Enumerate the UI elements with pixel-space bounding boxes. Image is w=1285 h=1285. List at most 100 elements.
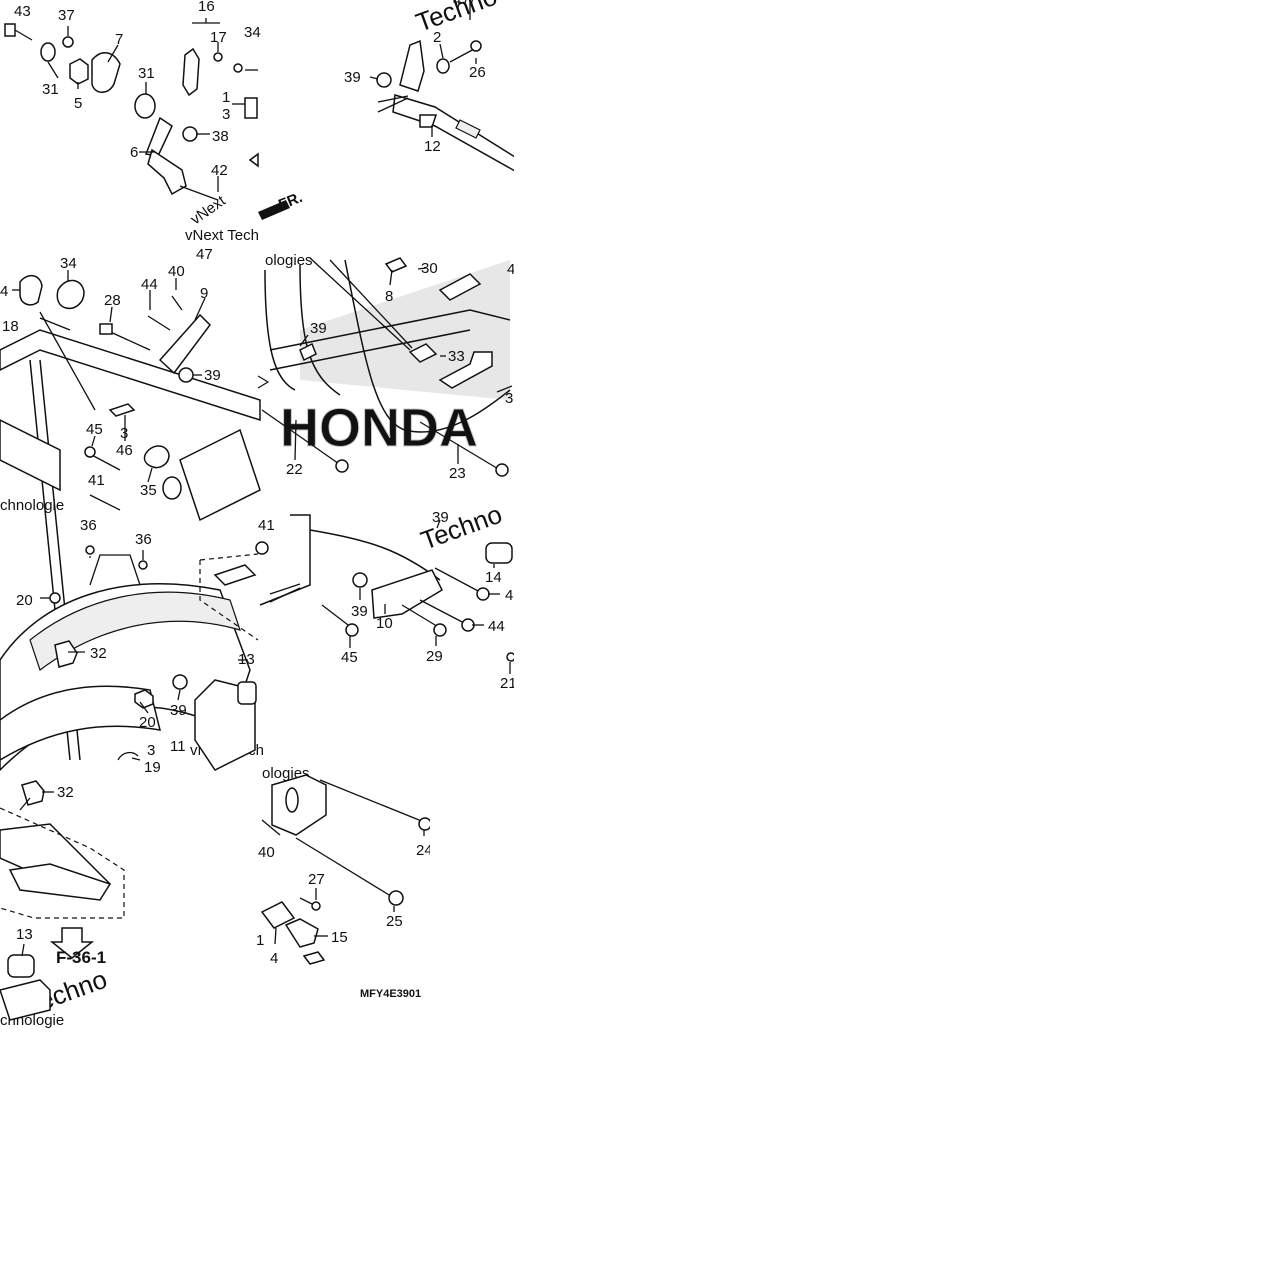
callout: 10: [376, 615, 393, 632]
watermark-vnext-1: vNext Tech: [185, 227, 259, 244]
bolt-40: [171, 295, 183, 311]
bolt-44-b: [419, 599, 467, 625]
callout: 39: [432, 509, 449, 526]
callout: 31: [42, 81, 59, 98]
callout: 47: [196, 246, 213, 263]
callout: 3: [222, 106, 230, 123]
watermark-vnext-2: vNext: [188, 192, 230, 228]
panel-top-right: FR.: [258, 0, 516, 220]
callout: 12: [424, 138, 441, 155]
callout: 39: [204, 367, 221, 384]
nut-39-b: [178, 367, 194, 383]
switch-15: [284, 918, 319, 948]
callout: 4: [270, 950, 278, 967]
callout: 21: [500, 675, 517, 692]
panel-mid-left: [0, 270, 261, 761]
clamp-35: [143, 445, 170, 469]
fender-top: [29, 591, 241, 671]
collar-46: [162, 476, 182, 500]
callout: 42: [211, 162, 228, 179]
bracket-10: [371, 569, 443, 619]
plate-side: [179, 428, 261, 522]
callout: 6: [130, 144, 138, 161]
callout: 29: [426, 648, 443, 665]
bracket-6: [144, 116, 173, 157]
ref-arrow: [49, 927, 95, 959]
nut-39-c: [299, 342, 317, 362]
callout: 36: [80, 517, 97, 534]
callout: 41: [258, 517, 275, 534]
honda-wing-pattern: [300, 260, 510, 400]
clip-32-b: [21, 780, 45, 806]
nut-39: [376, 72, 392, 88]
bolt-4: [434, 567, 481, 593]
callout: 9: [200, 285, 208, 302]
frame-cross: [0, 419, 61, 492]
callout: 8: [385, 288, 393, 305]
callout: 40: [258, 844, 275, 861]
bracket-30: [438, 273, 482, 301]
callout: 7: [115, 31, 123, 48]
callout: 45: [86, 421, 103, 438]
callout: 39: [310, 320, 327, 337]
nut-39-d: [172, 674, 188, 690]
direction-arrow: [258, 200, 290, 220]
callout: 31: [138, 65, 155, 82]
callout: 15: [331, 929, 348, 946]
bracket-3: [438, 351, 493, 389]
reference-label: F-36-1: [56, 948, 106, 967]
collar-2: [436, 58, 450, 74]
bolt-45-b: [321, 604, 353, 629]
callout: 44: [141, 276, 158, 293]
collar-5: [69, 58, 89, 85]
dashed-callout-box: [199, 553, 259, 641]
panel-lower-middle: [255, 514, 516, 674]
callout: 4: [0, 283, 8, 300]
fender-lower: [0, 685, 162, 761]
callout: 39: [170, 702, 187, 719]
bracket-detail: [213, 564, 257, 586]
callout: 39: [351, 603, 368, 620]
collar-3: [108, 403, 136, 417]
callout: 23: [449, 465, 466, 482]
callout: 43: [14, 3, 31, 20]
bolt-25: [295, 837, 395, 899]
bolt-43: [4, 23, 33, 41]
callout: 3: [120, 425, 128, 442]
callout: 27: [308, 871, 325, 888]
callout: 14: [485, 569, 502, 586]
clip-3: [117, 751, 139, 761]
panel-mid-right: HONDA: [257, 257, 513, 477]
stay-6: [147, 148, 187, 196]
bolt-22: [261, 409, 343, 467]
frame-pipe-12: [392, 94, 516, 173]
callout: 36: [135, 531, 152, 548]
callout: 33: [448, 348, 465, 365]
callout: 46: [116, 442, 133, 459]
callout: 45: [341, 649, 358, 666]
callout: 3: [505, 390, 513, 407]
clip-32: [54, 640, 78, 668]
callout: 34: [60, 255, 77, 272]
holder-7: [91, 52, 121, 93]
watermark-logies-1: ologies: [265, 252, 313, 269]
nut-36-b: [138, 560, 148, 570]
clamp-34: [56, 279, 85, 310]
bolt-28: [105, 329, 151, 351]
callout: 30: [421, 260, 438, 277]
diagram-code: MFY4E3901: [360, 988, 421, 1000]
callout: 32: [57, 784, 74, 801]
plate-1: [244, 97, 258, 119]
callout: 35: [140, 482, 157, 499]
callout: 3: [147, 742, 155, 759]
clamp-4: [19, 274, 43, 306]
callout: 38: [212, 128, 229, 145]
bracket-8: [384, 257, 408, 273]
panel-bottom-middle: MFY4E3901: [260, 774, 432, 1000]
callout: 18: [2, 318, 19, 335]
slot-hole: [285, 787, 299, 813]
callout: 47: [453, 0, 470, 9]
callout: 25: [386, 913, 403, 930]
panel-bottom-left: F-36-1: [0, 780, 125, 1021]
